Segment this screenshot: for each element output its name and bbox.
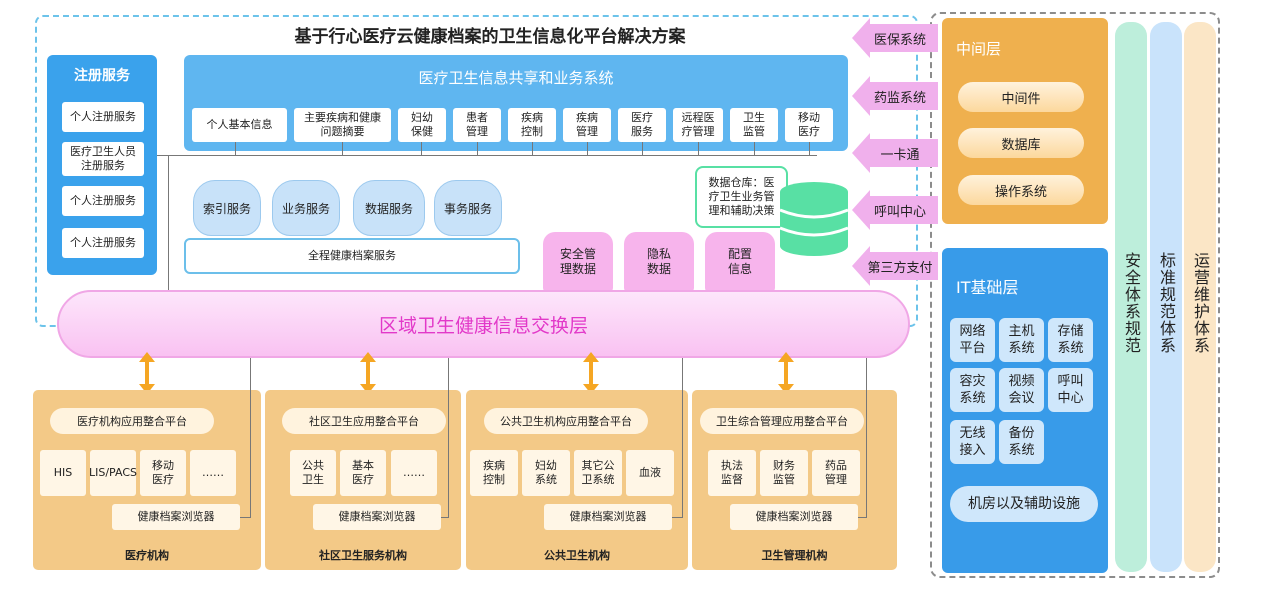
- database-icon: [779, 182, 849, 256]
- operations-column-label: 运营维护体系: [1191, 252, 1210, 354]
- service-cylinder[interactable]: 索引服务: [193, 180, 261, 236]
- os-pill[interactable]: 操作系统: [958, 175, 1084, 205]
- org-item[interactable]: 血液: [626, 450, 674, 496]
- standards-column-label: 标准规范体系: [1157, 252, 1176, 354]
- registration-item[interactable]: 医疗卫生人员注册服务: [62, 142, 144, 176]
- sharing-item[interactable]: 疾病控制: [508, 108, 556, 142]
- org-item[interactable]: ……: [190, 450, 236, 496]
- data-warehouse-label: 数据仓库：医疗卫生业务管理和辅助决策: [695, 166, 788, 228]
- security-column-label: 安全体系规范: [1122, 252, 1141, 354]
- service-cylinder[interactable]: 数据服务: [353, 180, 425, 236]
- facility-pill[interactable]: 机房以及辅助设施: [950, 486, 1098, 522]
- middleware-pill[interactable]: 中间件: [958, 82, 1084, 112]
- external-system[interactable]: 第三方支付: [852, 246, 938, 286]
- it-cell[interactable]: 呼叫中心: [1048, 368, 1093, 412]
- org-item[interactable]: HIS: [40, 450, 86, 496]
- exchange-layer: 区域卫生健康信息交换层: [57, 290, 910, 358]
- double-arrow-icon: [139, 352, 155, 394]
- double-arrow-icon: [360, 352, 376, 394]
- org-name: 社区卫生服务机构: [319, 549, 407, 562]
- org-platform[interactable]: 卫生综合管理应用整合平台: [700, 408, 864, 434]
- registration-item[interactable]: 个人注册服务: [62, 228, 144, 258]
- org-platform[interactable]: 公共卫生机构应用整合平台: [484, 408, 648, 434]
- infrastructure-frame: [930, 12, 1220, 578]
- sharing-item[interactable]: 卫生监管: [730, 108, 778, 142]
- config-cylinder[interactable]: 配置信息: [705, 232, 775, 292]
- it-cell[interactable]: 网络平台: [950, 318, 995, 362]
- external-system-label: 药监系统: [873, 90, 926, 106]
- sharing-item[interactable]: 医疗服务: [618, 108, 666, 142]
- org-name: 医疗机构: [125, 549, 169, 562]
- operations-column: 运营维护体系: [1184, 22, 1216, 572]
- org-name: 公共卫生机构: [544, 549, 610, 562]
- service-cylinder[interactable]: 业务服务: [272, 180, 340, 236]
- registration-item[interactable]: 个人注册服务: [62, 186, 144, 216]
- double-arrow-icon: [778, 352, 794, 394]
- org-item[interactable]: 妇幼系统: [522, 450, 570, 496]
- double-arrow-icon: [583, 352, 599, 394]
- diagram-title: 基于行心医疗云健康档案的卫生信息化平台解决方案: [294, 27, 686, 47]
- it-layer-label: IT基础层: [956, 278, 1019, 297]
- health-record-browser[interactable]: 健康档案浏览器: [313, 504, 441, 530]
- external-system-label: 医保系统: [873, 32, 926, 48]
- health-record-browser[interactable]: 健康档案浏览器: [544, 504, 672, 530]
- external-system-label: 第三方支付: [867, 260, 933, 276]
- sharing-item[interactable]: 个人基本信息: [192, 108, 287, 142]
- sharing-item[interactable]: 远程医疗管理: [673, 108, 723, 142]
- external-system[interactable]: 药监系统: [852, 76, 938, 116]
- external-system-label: 一卡通: [880, 147, 920, 163]
- sharing-item[interactable]: 患者管理: [453, 108, 501, 142]
- org-item[interactable]: LIS/PACS: [89, 450, 137, 496]
- it-cell[interactable]: 主机系统: [999, 318, 1044, 362]
- org-item[interactable]: 公共卫生: [290, 450, 336, 496]
- service-cylinder[interactable]: 事务服务: [434, 180, 502, 236]
- it-cell[interactable]: 无线接入: [950, 420, 995, 464]
- org-item[interactable]: 疾病控制: [470, 450, 518, 496]
- org-platform[interactable]: 医疗机构应用整合平台: [50, 408, 214, 434]
- org-item[interactable]: 药品管理: [812, 450, 860, 496]
- sharing-item[interactable]: 移动医疗: [785, 108, 833, 142]
- org-item[interactable]: 执法监督: [708, 450, 756, 496]
- external-system-label: 呼叫中心: [873, 204, 926, 220]
- health-record-browser[interactable]: 健康档案浏览器: [112, 504, 240, 530]
- health-record-browser[interactable]: 健康档案浏览器: [730, 504, 858, 530]
- org-item[interactable]: 基本医疗: [340, 450, 386, 496]
- security-data-cylinder[interactable]: 安全管理数据: [543, 232, 613, 292]
- org-item[interactable]: 其它公卫系统: [574, 450, 622, 496]
- registration-label: 注册服务: [74, 68, 130, 84]
- it-cell[interactable]: 存储系统: [1048, 318, 1093, 362]
- sharing-item[interactable]: 妇幼保健: [398, 108, 446, 142]
- sharing-item[interactable]: 主要疾病和健康问题摘要: [294, 108, 391, 142]
- it-cell[interactable]: 备份系统: [999, 420, 1044, 464]
- org-platform[interactable]: 社区卫生应用整合平台: [282, 408, 446, 434]
- lifecycle-service[interactable]: 全程健康档案服务: [184, 238, 520, 274]
- sharing-label: 医疗卫生信息共享和业务系统: [418, 69, 614, 87]
- org-item[interactable]: ……: [391, 450, 437, 496]
- registration-item[interactable]: 个人注册服务: [62, 102, 144, 132]
- external-system[interactable]: 呼叫中心: [852, 190, 938, 230]
- external-system[interactable]: 医保系统: [852, 18, 938, 58]
- privacy-data-cylinder[interactable]: 隐私数据: [624, 232, 694, 292]
- security-column: 安全体系规范: [1115, 22, 1147, 572]
- middle-layer-label: 中间层: [956, 40, 1002, 58]
- org-item[interactable]: 财务监管: [760, 450, 808, 496]
- sharing-item[interactable]: 疾病管理: [563, 108, 611, 142]
- org-item[interactable]: 移动医疗: [140, 450, 186, 496]
- external-system[interactable]: 一卡通: [852, 133, 938, 173]
- it-cell[interactable]: 容灾系统: [950, 368, 995, 412]
- database-pill[interactable]: 数据库: [958, 128, 1084, 158]
- it-cell[interactable]: 视频会议: [999, 368, 1044, 412]
- org-name: 卫生管理机构: [761, 549, 828, 562]
- standards-column: 标准规范体系: [1150, 22, 1182, 572]
